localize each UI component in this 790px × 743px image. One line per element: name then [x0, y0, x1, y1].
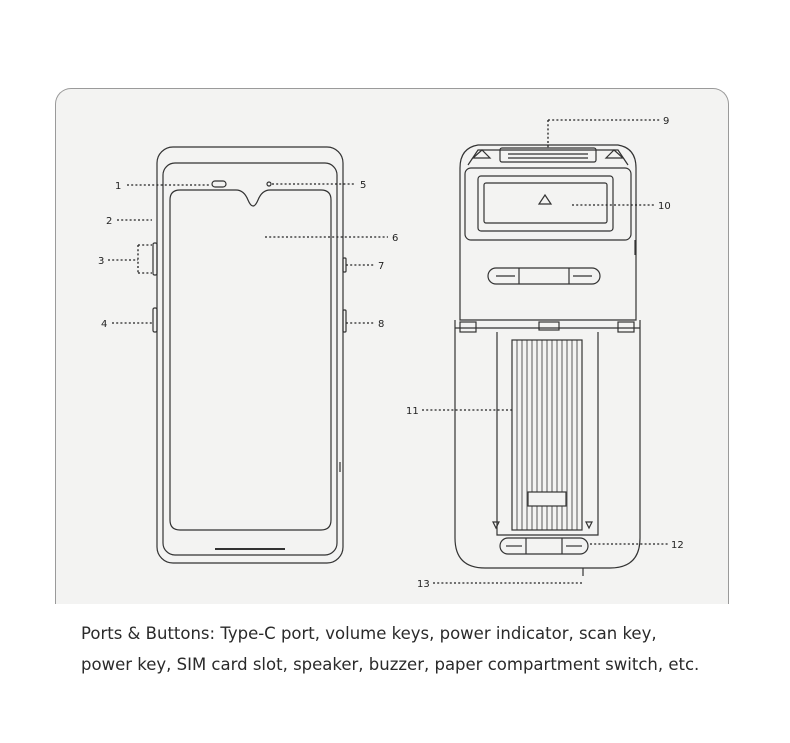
- warning-triangle: [537, 193, 553, 205]
- callout-11: 11: [406, 406, 419, 417]
- front-body-outline: [156, 146, 344, 564]
- diagram-panel: [55, 88, 729, 604]
- callout-2: 2: [106, 216, 112, 227]
- left-side-key-upper: [152, 242, 158, 276]
- battery-area: [496, 332, 599, 536]
- paper-window: [477, 175, 614, 232]
- callout-9: 9: [663, 116, 669, 127]
- left-side-key-lower: [152, 307, 158, 333]
- bottom-key: [499, 537, 589, 555]
- back-view: [454, 144, 641, 576]
- display-screen: [169, 189, 332, 531]
- body-lower-outline: [454, 320, 641, 569]
- callout-3: 3: [98, 256, 104, 267]
- label-plate: [527, 491, 567, 507]
- caption-line-2: power key, SIM card slot, speaker, buzze…: [81, 655, 700, 674]
- right-side-key-lower: [342, 309, 347, 333]
- right-side-key-upper: [342, 257, 347, 273]
- callout-5: 5: [360, 180, 366, 191]
- callout-1: 1: [115, 181, 121, 192]
- callout-7: 7: [378, 261, 384, 272]
- front-camera: [266, 181, 272, 187]
- caption: Ports & Buttons: Type-C port, volume key…: [81, 618, 761, 680]
- callout-10: 10: [658, 201, 671, 212]
- caption-line-1: Ports & Buttons: Type-C port, volume key…: [81, 624, 657, 643]
- printer-cover: [464, 167, 632, 241]
- callout-12: 12: [671, 540, 684, 551]
- device-diagram: 1 2 3 4 5 6 7 8 9 10 11 12 13: [98, 116, 684, 590]
- callout-6: 6: [392, 233, 398, 244]
- callout-13: 13: [417, 579, 430, 590]
- earpiece-speaker: [211, 180, 227, 188]
- callout-4: 4: [101, 319, 107, 330]
- leader-lines: [108, 119, 668, 584]
- front-view: [152, 146, 347, 564]
- paper-compartment-switch: [487, 267, 601, 285]
- paper-outlet: [499, 147, 597, 163]
- printer-module-outline: [459, 144, 637, 321]
- callout-8: 8: [378, 319, 384, 330]
- callout-numbers: 1 2 3 4 5 6 7 8 9 10 11 12 13: [98, 116, 684, 590]
- front-body-inner: [162, 162, 338, 556]
